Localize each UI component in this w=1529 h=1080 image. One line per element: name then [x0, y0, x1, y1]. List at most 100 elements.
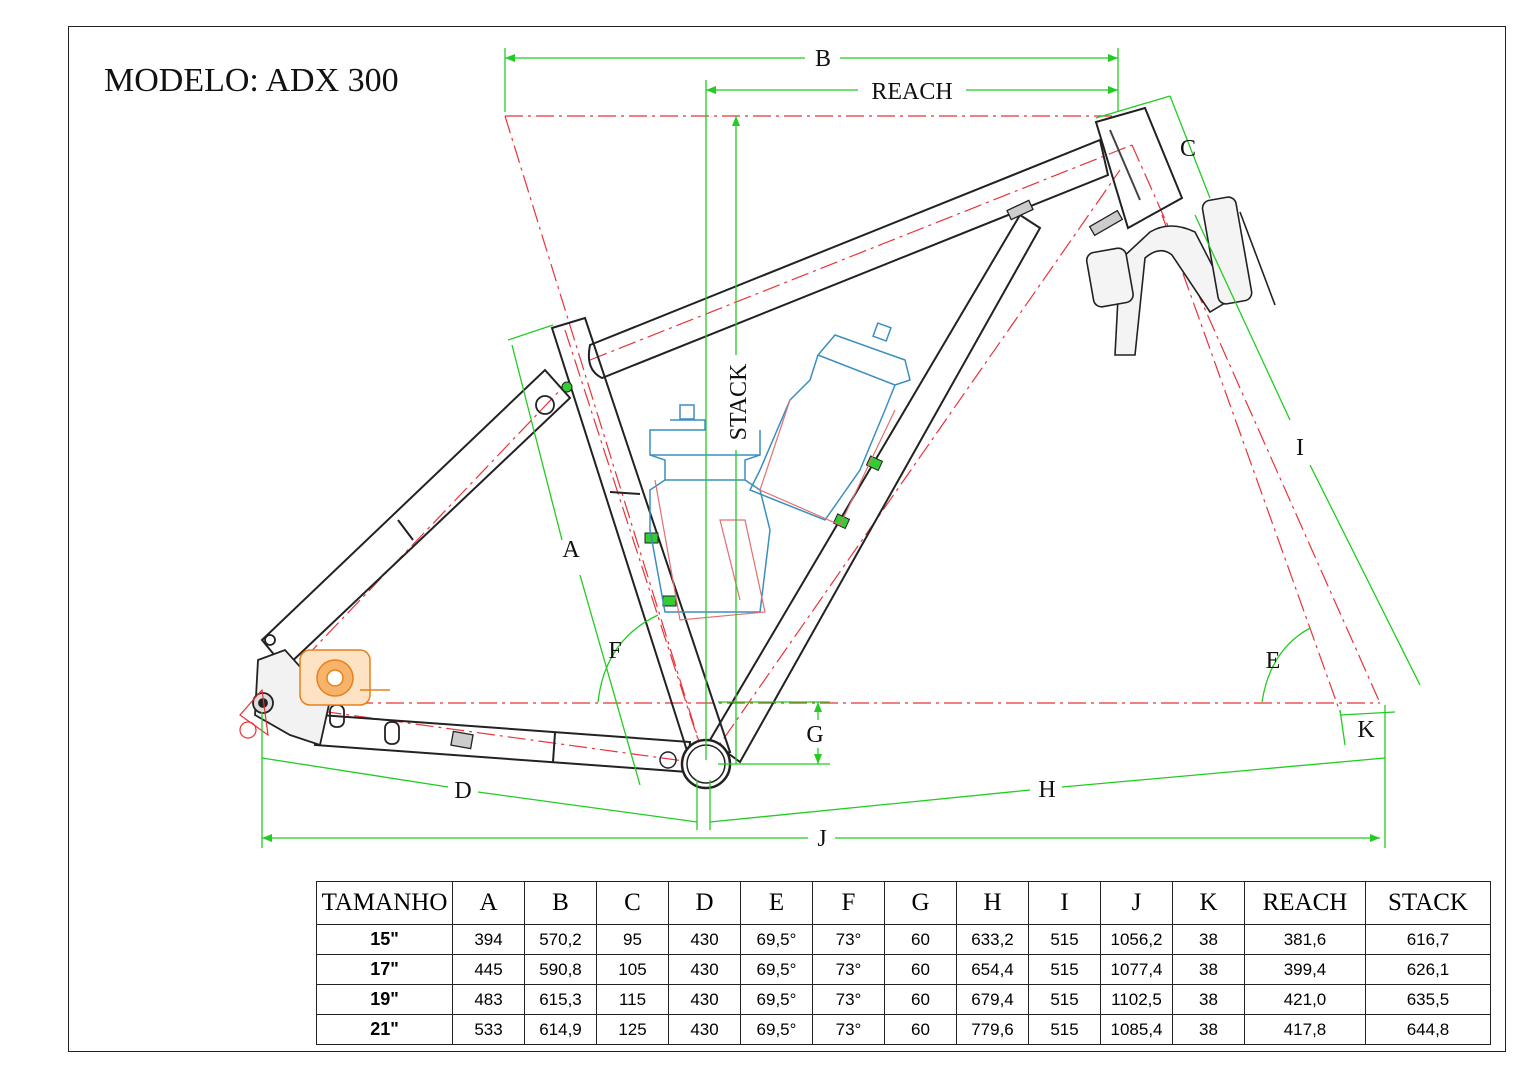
value-cell: 615,3 — [524, 984, 597, 1015]
pivot-bolt — [561, 381, 573, 393]
value-cell: 115 — [596, 984, 669, 1015]
value-cell: 779,6 — [956, 1014, 1029, 1045]
value-cell: 394 — [452, 924, 525, 955]
col-header: I — [1028, 881, 1101, 925]
col-header: H — [956, 881, 1029, 925]
value-cell: 515 — [1028, 954, 1101, 985]
label-h: H — [1038, 777, 1055, 803]
value-cell: 679,4 — [956, 984, 1029, 1015]
value-cell: 515 — [1028, 1014, 1101, 1045]
value-cell: 590,8 — [524, 954, 597, 985]
label-c: C — [1180, 136, 1196, 162]
value-cell: 430 — [668, 954, 741, 985]
value-cell: 445 — [452, 954, 525, 985]
value-cell: 644,8 — [1365, 1014, 1491, 1045]
value-cell: 69,5° — [740, 984, 813, 1015]
value-cell: 614,9 — [524, 1014, 597, 1045]
value-cell: 105 — [596, 954, 669, 985]
water-bottle-down-tube — [748, 322, 911, 521]
label-a: A — [562, 537, 580, 563]
value-cell: 38 — [1172, 1014, 1245, 1045]
label-b: B — [815, 46, 831, 72]
size-cell: 15" — [316, 924, 453, 955]
value-cell: 515 — [1028, 924, 1101, 955]
value-cell: 626,1 — [1365, 954, 1491, 985]
value-cell: 1056,2 — [1100, 924, 1173, 955]
value-cell: 95 — [596, 924, 669, 955]
label-stack: STACK — [726, 363, 752, 440]
value-cell: 421,0 — [1244, 984, 1366, 1015]
col-header: B — [524, 881, 597, 925]
col-header: E — [740, 881, 813, 925]
value-cell: 430 — [668, 984, 741, 1015]
dimension-lines — [261, 48, 1421, 848]
value-cell: 38 — [1172, 954, 1245, 985]
label-g: G — [806, 722, 823, 748]
derailleur-hanger — [239, 688, 269, 739]
drawing-border — [68, 26, 1506, 1052]
value-cell: 60 — [884, 984, 957, 1015]
brake-caliper — [299, 649, 390, 706]
cable-guides — [450, 199, 1124, 750]
rear-dropout — [252, 634, 400, 747]
value-cell: 1085,4 — [1100, 1014, 1173, 1045]
value-cell: 73° — [812, 954, 885, 985]
value-cell: 399,4 — [1244, 954, 1366, 985]
value-cell: 69,5° — [740, 924, 813, 955]
col-header: TAMANHO — [316, 881, 453, 925]
water-bottle-seat-tube — [649, 404, 771, 613]
head-tube — [1094, 106, 1184, 230]
col-header: A — [452, 881, 525, 925]
seat-stay — [260, 368, 572, 670]
bottle-cage-down-tube — [759, 399, 896, 526]
frame-tubes — [260, 106, 1184, 774]
value-cell: 633,2 — [956, 924, 1029, 955]
value-cell: 69,5° — [740, 1014, 813, 1045]
value-cell: 381,6 — [1244, 924, 1366, 955]
col-header: J — [1100, 881, 1173, 925]
value-cell: 417,8 — [1244, 1014, 1366, 1045]
label-d: D — [454, 778, 471, 804]
value-cell: 570,2 — [524, 924, 597, 955]
label-reach: REACH — [871, 79, 952, 105]
label-f: F — [608, 638, 621, 664]
value-cell: 73° — [812, 1014, 885, 1045]
table-header-row: TAMANHO A B C D E F G H I J K REACH STAC… — [316, 881, 1491, 925]
top-tube — [587, 138, 1110, 380]
fork — [1085, 196, 1276, 356]
value-cell: 1102,5 — [1100, 984, 1173, 1015]
col-header: STACK — [1365, 881, 1491, 925]
value-cell: 69,5° — [740, 954, 813, 985]
col-header: REACH — [1244, 881, 1366, 925]
value-cell: 38 — [1172, 984, 1245, 1015]
size-cell: 17" — [316, 954, 453, 985]
label-i: I — [1296, 435, 1304, 461]
value-cell: 38 — [1172, 924, 1245, 955]
col-header: G — [884, 881, 957, 925]
col-header: F — [812, 881, 885, 925]
down-tube — [708, 213, 1042, 764]
value-cell: 60 — [884, 1014, 957, 1045]
chainstay-hole — [659, 751, 677, 769]
value-cell: 430 — [668, 924, 741, 955]
value-cell: 60 — [884, 924, 957, 955]
dimension-arrows — [262, 54, 1380, 842]
value-cell: 533 — [452, 1014, 525, 1045]
value-cell: 635,5 — [1365, 984, 1491, 1015]
value-cell: 654,4 — [956, 954, 1029, 985]
bottle-cage-seat-tube — [654, 479, 766, 621]
value-cell: 483 — [452, 984, 525, 1015]
value-cell: 60 — [884, 954, 957, 985]
size-cell: 21" — [316, 1014, 453, 1045]
value-cell: 616,7 — [1365, 924, 1491, 955]
seatstay-bolt — [535, 395, 555, 415]
value-cell: 73° — [812, 984, 885, 1015]
seat-tube — [550, 316, 732, 762]
value-cell: 125 — [596, 1014, 669, 1045]
value-cell: 73° — [812, 924, 885, 955]
